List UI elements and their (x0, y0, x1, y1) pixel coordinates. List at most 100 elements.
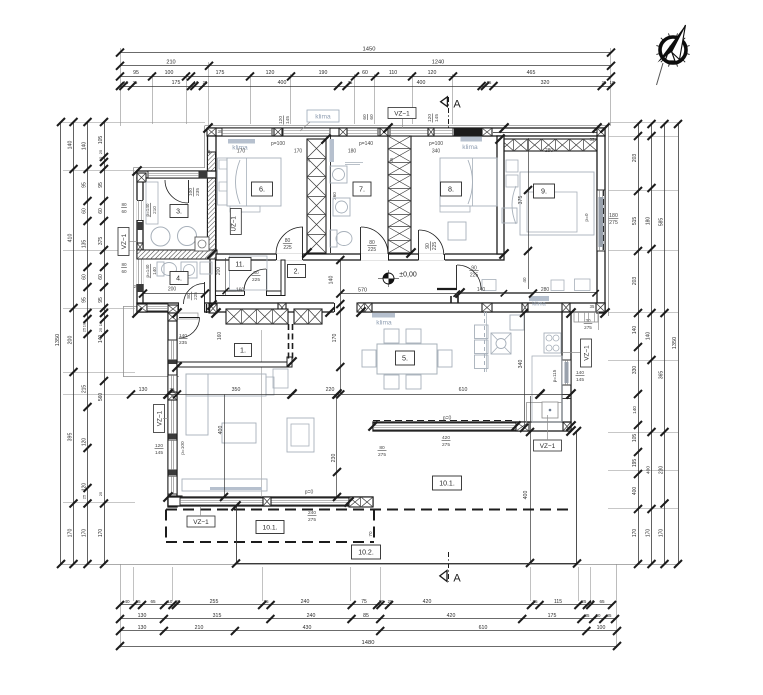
svg-text:140: 140 (477, 287, 486, 293)
svg-text:35: 35 (607, 613, 612, 618)
svg-text:60: 60 (82, 274, 88, 280)
svg-text:170: 170 (237, 149, 246, 155)
svg-text:610: 610 (479, 625, 488, 631)
svg-text:230: 230 (331, 454, 337, 463)
svg-text:VZ−1: VZ−1 (121, 233, 128, 249)
svg-text:1.: 1. (240, 346, 246, 355)
svg-text:395: 395 (68, 433, 74, 442)
svg-text:275: 275 (609, 220, 618, 226)
svg-text:7.: 7. (359, 185, 365, 194)
svg-text:8.: 8. (448, 185, 454, 194)
svg-text:6.: 6. (259, 185, 265, 194)
svg-text:280: 280 (545, 148, 554, 154)
svg-text:375: 375 (518, 196, 524, 205)
svg-text:570: 570 (358, 287, 367, 293)
svg-text:170: 170 (632, 529, 638, 538)
svg-text:120: 120 (427, 114, 433, 122)
svg-text:420: 420 (442, 435, 450, 441)
svg-text:220: 220 (326, 387, 335, 393)
svg-text:klima: klima (532, 302, 546, 308)
svg-text:410: 410 (68, 234, 74, 243)
svg-text:3.: 3. (176, 209, 182, 216)
svg-text:UZ−1: UZ−1 (230, 216, 237, 232)
svg-text:160: 160 (217, 332, 223, 341)
svg-text:95: 95 (98, 297, 104, 303)
svg-text:170: 170 (646, 529, 652, 538)
svg-text:95: 95 (82, 297, 88, 303)
svg-text:610: 610 (459, 387, 468, 393)
svg-text:klima: klima (232, 145, 248, 152)
svg-text:420: 420 (423, 599, 432, 605)
svg-text:11.: 11. (235, 262, 244, 269)
svg-text:25: 25 (263, 599, 269, 604)
svg-text:10: 10 (98, 156, 103, 161)
svg-text:1450: 1450 (363, 46, 376, 52)
svg-text:A: A (453, 99, 461, 111)
svg-text:35: 35 (206, 149, 211, 154)
svg-text:klima: klima (376, 320, 392, 327)
svg-text:100: 100 (597, 625, 606, 631)
svg-text:95: 95 (98, 182, 104, 188)
svg-text:95: 95 (82, 182, 88, 188)
svg-text:p=140: p=140 (145, 203, 150, 216)
svg-text:280: 280 (541, 287, 550, 293)
svg-text:275: 275 (308, 517, 316, 523)
svg-text:175: 175 (172, 80, 181, 86)
svg-text:140: 140 (152, 267, 157, 275)
svg-text:140: 140 (98, 335, 104, 344)
svg-text:400: 400 (417, 80, 426, 86)
svg-text:p=0: p=0 (305, 490, 314, 496)
svg-text:25: 25 (203, 80, 208, 85)
svg-text:275: 275 (378, 452, 386, 458)
svg-text:585: 585 (659, 218, 665, 227)
svg-text:240: 240 (307, 613, 316, 619)
svg-text:p=0: p=0 (443, 416, 452, 422)
svg-text:60: 60 (362, 70, 368, 76)
svg-text:135: 135 (82, 240, 88, 249)
svg-text:p=140: p=140 (359, 141, 373, 147)
svg-text:VZ−1: VZ−1 (540, 443, 556, 450)
svg-text:400: 400 (278, 80, 287, 86)
svg-text:1350: 1350 (672, 337, 678, 349)
svg-text:25: 25 (134, 284, 139, 289)
svg-text:190: 190 (319, 70, 328, 76)
svg-text:320: 320 (541, 80, 550, 86)
svg-text:4.: 4. (176, 276, 182, 283)
svg-text:105: 105 (632, 434, 638, 443)
svg-text:360: 360 (332, 192, 337, 200)
svg-text:1240: 1240 (432, 60, 444, 66)
svg-text:200: 200 (168, 287, 177, 293)
svg-text:140: 140 (68, 141, 74, 150)
svg-text:9.: 9. (541, 187, 547, 196)
svg-text:klima: klima (462, 144, 478, 151)
svg-text:60: 60 (121, 209, 127, 214)
svg-text:35: 35 (585, 613, 590, 618)
svg-text:350: 350 (232, 387, 241, 393)
svg-text:10: 10 (590, 599, 595, 604)
svg-text:240: 240 (308, 510, 316, 516)
svg-text:225: 225 (252, 277, 260, 283)
svg-text:145: 145 (576, 377, 584, 383)
svg-text:340: 340 (432, 149, 441, 155)
svg-text:p=100: p=100 (429, 141, 443, 147)
svg-text:195: 195 (632, 459, 638, 468)
svg-text:140: 140 (646, 332, 652, 341)
svg-text:25: 25 (487, 80, 492, 85)
svg-text:255: 255 (210, 599, 219, 605)
svg-text:110: 110 (389, 70, 397, 76)
svg-text:10.1.: 10.1. (262, 525, 277, 532)
svg-text:170: 170 (68, 529, 74, 538)
svg-text:140: 140 (82, 142, 88, 151)
svg-text:35: 35 (590, 137, 595, 142)
svg-text:210: 210 (166, 60, 175, 66)
svg-text:130: 130 (138, 625, 147, 631)
svg-text:30: 30 (596, 613, 601, 618)
svg-text:225: 225 (368, 247, 377, 253)
svg-text:85: 85 (363, 613, 369, 619)
svg-text:200: 200 (216, 267, 222, 276)
svg-text:105: 105 (98, 136, 104, 145)
svg-text:100: 100 (188, 188, 194, 196)
svg-text:120: 120 (278, 116, 284, 124)
svg-text:65: 65 (599, 599, 605, 604)
svg-text:210: 210 (152, 206, 157, 214)
